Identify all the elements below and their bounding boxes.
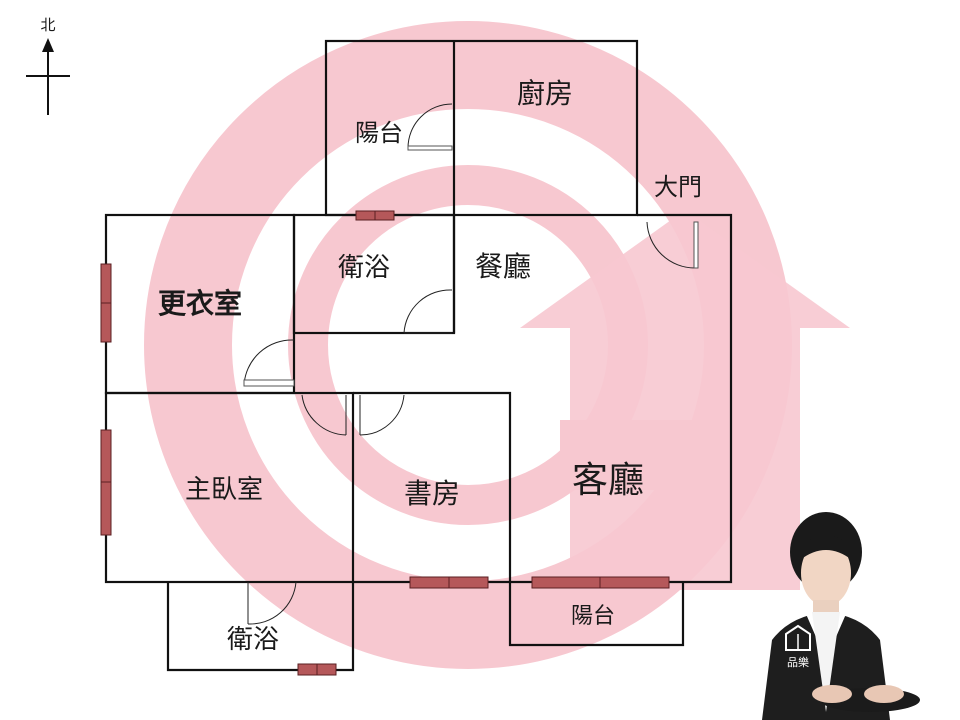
- doors: [243, 103, 699, 625]
- agent-portrait: 品樂: [762, 512, 920, 720]
- label-study: 書房: [404, 477, 460, 510]
- label-walk-in-closet: 更衣室: [158, 287, 242, 320]
- label-front-door: 大門: [654, 173, 702, 201]
- windows: [100, 210, 670, 676]
- room-labels: 廚房 陽台 大門 衛浴 餐廳 更衣室 主臥室 書房 客廳 衛浴 陽台: [158, 77, 702, 655]
- label-master-bedroom: 主臥室: [185, 475, 263, 505]
- label-bath-lower: 衛浴: [227, 625, 279, 655]
- label-dining: 餐廳: [475, 250, 531, 283]
- label-front-balcony: 陽台: [355, 119, 403, 147]
- north-arrow-icon: [42, 38, 54, 52]
- brand-logo-icon: [785, 624, 811, 651]
- label-kitchen: 廚房: [517, 77, 573, 110]
- brand-logo-text: 品樂: [787, 655, 809, 669]
- label-rear-balcony: 陽台: [571, 604, 615, 629]
- label-bath-upper: 衛浴: [338, 253, 390, 283]
- north-compass: 北: [26, 16, 70, 115]
- watermark-logo: [144, 21, 850, 669]
- label-living-room: 客廳: [572, 460, 644, 501]
- north-label: 北: [40, 16, 55, 34]
